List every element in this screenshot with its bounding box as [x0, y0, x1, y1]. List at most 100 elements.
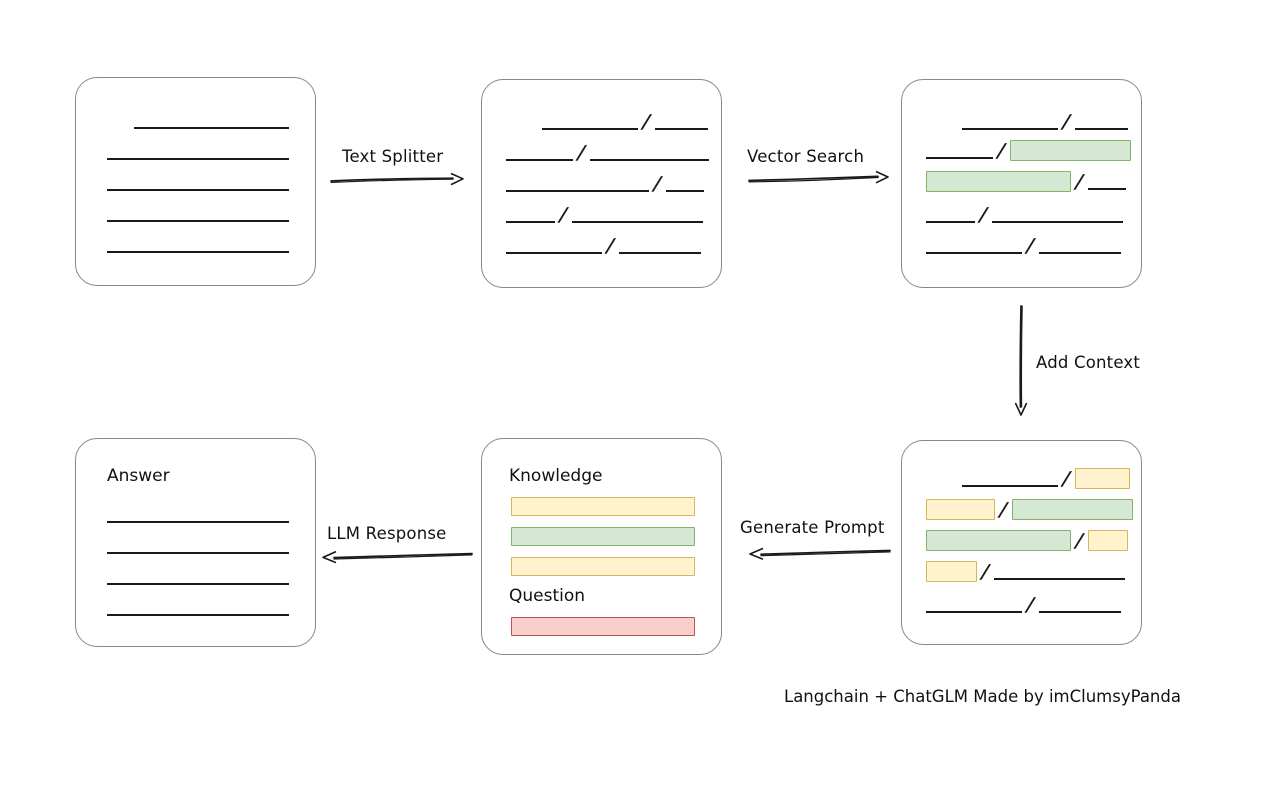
arrow-generate-prompt: [739, 545, 891, 561]
slash-separator: /: [996, 140, 1007, 162]
text-segment: [926, 252, 1022, 254]
text-segment: [107, 251, 289, 253]
text-line: [107, 536, 289, 556]
text-segment: [107, 220, 289, 222]
text-line: /: [506, 235, 701, 257]
text-segment: [506, 252, 602, 254]
arrow-text-splitter: [330, 172, 465, 188]
arrow-label-add-context: Add Context: [1036, 353, 1141, 372]
context-segment: [926, 499, 995, 520]
slash-separator: /: [1025, 594, 1036, 616]
text-segment: [1038, 611, 1121, 613]
text-segment: [506, 190, 649, 192]
arrow-label-generate-prompt: Generate Prompt: [740, 518, 885, 537]
node-context-chunks[interactable]: / / / / /: [901, 440, 1142, 645]
text-segment: [654, 128, 708, 130]
text-line: /: [962, 111, 1128, 133]
text-line: /: [542, 111, 708, 133]
text-segment: [962, 485, 1058, 487]
text-segment: [1038, 252, 1121, 254]
retrieved-segment: [1011, 499, 1133, 520]
text-line: [107, 505, 289, 525]
text-segment: [1074, 128, 1128, 130]
text-segment: [1087, 188, 1126, 190]
arrow-label-vector-search: Vector Search: [747, 147, 865, 166]
slash-separator: /: [1025, 235, 1036, 257]
text-segment: [506, 221, 555, 223]
context-segment: [1074, 468, 1130, 489]
slash-separator: /: [1061, 468, 1072, 490]
question-bar: [511, 617, 695, 636]
text-line: /: [506, 173, 704, 195]
arrow-vector-search: [748, 170, 890, 186]
text-line: /: [926, 235, 1121, 257]
text-segment: [107, 189, 289, 191]
text-line: /: [926, 499, 1133, 521]
text-line: [107, 204, 297, 224]
knowledge-bar: [511, 497, 695, 516]
footer-credit: Langchain + ChatGLM Made by imClumsyPand…: [784, 687, 1181, 706]
slash-separator: /: [641, 111, 652, 133]
text-segment: [542, 128, 638, 130]
arrow-label-llm-response: LLM Response: [327, 524, 447, 543]
retrieved-segment: [926, 530, 1071, 551]
node-answer[interactable]: Answer: [75, 438, 316, 647]
text-segment: [618, 252, 701, 254]
slash-separator: /: [558, 204, 569, 226]
slash-separator: /: [980, 561, 991, 583]
text-line: /: [926, 594, 1121, 616]
answer-heading: Answer: [107, 466, 170, 486]
text-line: /: [926, 171, 1126, 193]
retrieved-segment: [1009, 140, 1131, 161]
arrow-add-context: [1012, 305, 1030, 417]
text-segment: [962, 128, 1058, 130]
slash-separator: /: [978, 204, 989, 226]
text-line: /: [962, 468, 1130, 490]
retrieved-segment: [926, 171, 1071, 192]
text-segment: [107, 158, 289, 160]
knowledge-heading: Knowledge: [509, 466, 603, 486]
node-vector-matches[interactable]: / / / / /: [901, 79, 1142, 288]
context-segment: [926, 561, 977, 582]
context-segment: [1087, 530, 1128, 551]
text-segment: [993, 578, 1125, 580]
slash-separator: /: [1074, 530, 1085, 552]
text-line: /: [926, 204, 1123, 226]
text-line: /: [926, 140, 1131, 162]
text-line: /: [506, 204, 703, 226]
text-line: [107, 235, 297, 255]
text-line: [107, 173, 297, 193]
text-segment: [926, 611, 1022, 613]
text-line: [134, 111, 294, 131]
question-heading: Question: [509, 586, 586, 606]
text-segment: [107, 521, 289, 523]
slash-separator: /: [576, 142, 587, 164]
text-line: /: [926, 530, 1128, 552]
slash-separator: /: [998, 499, 1009, 521]
text-line: /: [506, 142, 709, 164]
slash-separator: /: [1061, 111, 1072, 133]
text-segment: [506, 159, 573, 161]
text-segment: [991, 221, 1123, 223]
text-segment: [589, 159, 709, 161]
knowledge-bar: [511, 557, 695, 576]
arrow-label-text-splitter: Text Splitter: [342, 147, 444, 166]
text-segment: [134, 127, 289, 129]
text-line: [107, 567, 289, 587]
text-segment: [926, 221, 975, 223]
node-split-chunks[interactable]: / / / / /: [481, 79, 722, 288]
knowledge-bar: [511, 527, 695, 546]
text-line: [107, 598, 289, 618]
node-source-document[interactable]: [75, 77, 316, 286]
slash-separator: /: [605, 235, 616, 257]
slash-separator: /: [652, 173, 663, 195]
node-prompt[interactable]: Knowledge Question: [481, 438, 722, 655]
text-segment: [665, 190, 704, 192]
text-segment: [107, 552, 289, 554]
arrow-llm-response: [318, 549, 473, 565]
text-line: [107, 142, 297, 162]
text-segment: [107, 583, 289, 585]
text-segment: [926, 157, 993, 159]
text-line: /: [926, 561, 1125, 583]
